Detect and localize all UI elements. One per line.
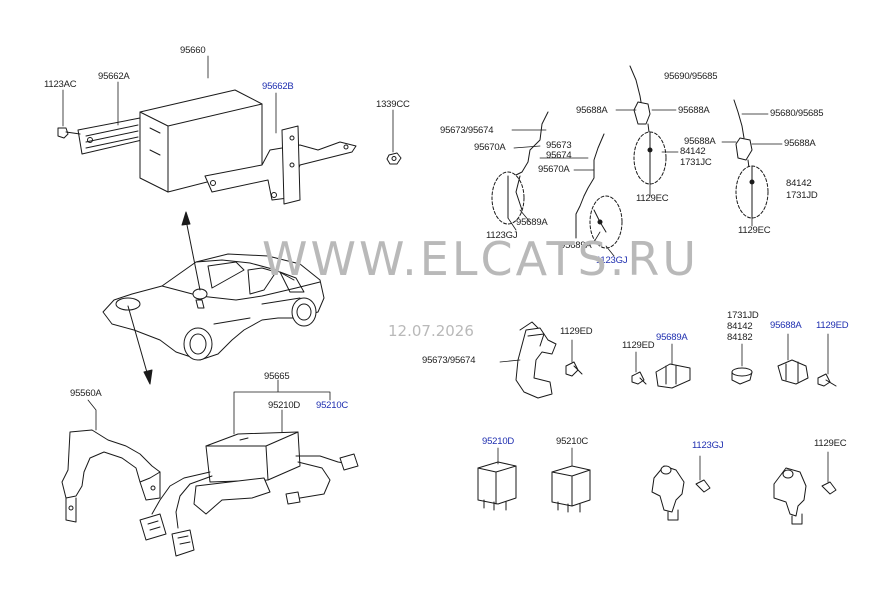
label-1129ec-1: 1129EC bbox=[636, 193, 669, 204]
label-95670a-2: 95670A bbox=[538, 164, 570, 175]
bracket-95560a bbox=[61, 399, 161, 523]
ecu-leaders bbox=[62, 55, 394, 153]
label-95688a-4: 95688A bbox=[784, 138, 816, 149]
sensor-wire-assy bbox=[491, 111, 623, 257]
label-95674-small: 95674 bbox=[546, 150, 572, 161]
label-1129ed-2: 1129ED bbox=[622, 340, 655, 351]
label-95560a: 95560A bbox=[70, 388, 102, 399]
label-95660: 95660 bbox=[180, 45, 206, 56]
hose-95690 bbox=[615, 65, 679, 197]
sensor-1123gj bbox=[651, 455, 711, 521]
sensor-bracket bbox=[499, 321, 583, 399]
label-1123gj-3[interactable]: 1123GJ bbox=[692, 440, 724, 451]
label-1731jd-2: 1731JD bbox=[727, 310, 759, 321]
label-95670a-1: 95670A bbox=[474, 142, 506, 153]
label-1123gj-1: 1123GJ bbox=[486, 230, 518, 241]
arrows bbox=[127, 211, 201, 385]
relay-95210c bbox=[551, 447, 591, 513]
label-95673-95674-mid: 95673/95674 bbox=[422, 355, 476, 366]
label-1123gj-2[interactable]: 1123GJ bbox=[596, 255, 628, 266]
label-95690-95685: 95690/95685 bbox=[664, 71, 718, 82]
label-95689a-1: 95689A bbox=[516, 217, 548, 228]
label-95680-95685: 95680/95685 bbox=[770, 108, 824, 119]
sensor-1129ec bbox=[773, 451, 837, 525]
clip-95688a bbox=[777, 333, 837, 387]
label-95689a-3[interactable]: 95689A bbox=[656, 332, 688, 343]
label-84182: 84182 bbox=[727, 332, 753, 343]
car-illustration bbox=[102, 253, 325, 361]
label-1129ec-2: 1129EC bbox=[738, 225, 771, 236]
label-1129ed-3[interactable]: 1129ED bbox=[816, 320, 849, 331]
label-95688a-2: 95688A bbox=[678, 105, 710, 116]
label-95210c-1[interactable]: 95210C bbox=[316, 400, 349, 411]
clip-95689a bbox=[631, 343, 691, 389]
label-95210d-2[interactable]: 95210D bbox=[482, 436, 515, 447]
label-95662a: 95662A bbox=[98, 71, 130, 82]
grommet bbox=[731, 343, 753, 385]
label-1731jd: 1731JD bbox=[786, 190, 818, 201]
hose-95680 bbox=[721, 99, 783, 227]
label-1339cc: 1339CC bbox=[376, 99, 410, 110]
label-1129ed-1: 1129ED bbox=[560, 326, 593, 337]
label-1123ac: 1123AC bbox=[44, 79, 77, 90]
label-84142-1: 84142 bbox=[680, 146, 706, 157]
label-95673-95674-top: 95673/95674 bbox=[440, 125, 494, 136]
label-95688a-1: 95688A bbox=[576, 105, 608, 116]
label-95662b[interactable]: 95662B bbox=[262, 81, 294, 92]
label-95673-small: 95673 bbox=[546, 140, 572, 151]
label-95665: 95665 bbox=[264, 371, 290, 382]
label-84142-2: 84142 bbox=[786, 178, 812, 189]
control-unit-95665 bbox=[139, 379, 359, 557]
label-95688a-3: 95688A bbox=[684, 136, 716, 147]
label-84142-3: 84142 bbox=[727, 321, 753, 332]
ecu-module bbox=[57, 89, 402, 205]
label-95689a-2: 95689A bbox=[560, 240, 592, 251]
label-95210d-1: 95210D bbox=[268, 400, 301, 411]
label-1129ec-3: 1129EC bbox=[814, 438, 847, 449]
label-95210c-2: 95210C bbox=[556, 436, 589, 447]
relay-95210d bbox=[477, 447, 517, 511]
label-95688a-5[interactable]: 95688A bbox=[770, 320, 802, 331]
label-1731jc-1: 1731JC bbox=[680, 157, 712, 168]
